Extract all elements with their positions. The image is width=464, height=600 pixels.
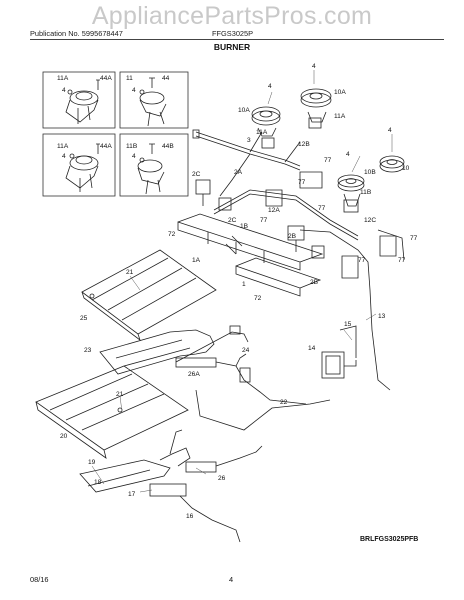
model-number: FFGS3025P [212,29,254,38]
callout-2c-lower: 2C [228,217,237,224]
callout-21-bottom: 21 [116,391,124,398]
footer-page-number: 4 [229,575,234,584]
callout-20: 20 [60,433,68,440]
inset-panel-11a-bottom [42,133,116,197]
inset-panel-11a-top [42,71,116,129]
callout-4-left: 4 [268,83,272,90]
inset-panel-11-top [119,71,189,129]
callout-26a: 26A [188,371,200,378]
callout-72-bottom: 72 [254,295,262,302]
callout-14: 14 [308,345,316,352]
page-title: BURNER [213,42,251,52]
burner-head-10a-left [251,106,281,137]
callout-22: 22 [280,399,288,406]
callout-15: 15 [344,321,352,328]
watermark-text: AppliancePartsPros.com [91,2,373,30]
valve-2b [287,225,325,259]
callout-10a-left: 10A [238,107,250,114]
callout-13: 13 [378,313,386,320]
callout-77-top: 77 [324,157,332,164]
igniter-harness-3 [192,129,301,197]
leader-lines [91,70,393,493]
callout-10a-right: 10A [334,89,346,96]
callout-2-center: 2B [288,233,297,240]
burner-head-10 [379,155,405,173]
igniter-26a [175,353,307,405]
callout-12c: 12C [364,217,376,224]
inset-label-11a-bottom: 11A [57,143,69,150]
bake-burner-23 [99,325,249,375]
callout-19: 19 [88,459,96,466]
callout-77-mid: 77 [298,179,306,186]
callout-10b: 10B [364,169,376,176]
callout-26: 26 [218,475,226,482]
callout-77-side: 77 [358,257,366,264]
callout-11a-right: 11A [334,113,346,120]
callout-2a: 2A [234,169,243,176]
igniter-17 [149,445,263,543]
heat-shield-25 [81,249,217,342]
diagram-reference-code: BRLFGS3025PFB [360,536,419,543]
inset-part-44b: 44B [162,143,174,150]
inset-screw-4-c: 4 [62,153,66,160]
callout-1: 1 [242,281,246,288]
regulator-14 [321,325,357,379]
inset-part-44: 44 [162,75,170,82]
burner-head-10a-right [300,88,332,123]
callout-17: 17 [128,491,136,498]
callout-72-top: 72 [168,231,176,238]
manifold-rail-1 [235,257,322,297]
callout-4-mid: 4 [346,151,350,158]
callout-77-bracket: 77 [398,257,406,264]
valve-2c-lower [218,197,232,211]
callout-3: 3 [247,137,251,144]
callout-4-right: 4 [388,127,392,134]
callout-25: 25 [80,315,88,322]
callout-77-far: 77 [410,235,418,242]
callout-11b: 11B [360,189,372,196]
callout-18: 18 [94,479,102,486]
callout-1b: 1B [240,223,249,230]
inset-screw-4-d: 4 [132,153,136,160]
callout-4-top: 4 [312,63,316,70]
inset-part-44a-bottom: 44A [100,143,112,150]
callout-11a-left: 11A [256,129,268,136]
inset-screw-4-a: 4 [62,87,66,94]
callout-16: 16 [186,513,194,520]
inset-screw-4-b: 4 [132,87,136,94]
bracket-77 [265,171,397,279]
valve-11a-right [261,117,359,213]
valve-2c [195,179,211,206]
callout-12a: 12A [268,207,280,214]
callout-10: 10 [402,165,410,172]
inset-panel-11b-bottom [119,133,189,197]
callout-2c-top: 2C [192,171,201,178]
callout-12b: 12B [298,141,310,148]
callout-24: 24 [242,347,250,354]
callout-23: 23 [84,347,92,354]
gas-tubes [213,189,405,391]
publication-number: Publication No. 5995678447 [30,29,123,38]
tube-22 [195,389,331,431]
header-rule [30,39,444,40]
inset-label-11a-top: 11A [57,75,69,82]
callout-1a: 1A [192,257,201,264]
inset-part-44a-top: 44A [100,75,112,82]
callout-77-right: 77 [318,205,326,212]
broil-burner-18 [79,429,191,493]
footer-date: 08/16 [30,575,49,584]
broil-shield-20 [35,365,189,459]
callout-77-center: 77 [260,217,268,224]
inset-label-11b: 11B [126,143,138,150]
callout-21-top: 21 [126,269,134,276]
callout-2b: 2B [310,279,319,286]
inset-label-11: 11 [126,75,133,82]
